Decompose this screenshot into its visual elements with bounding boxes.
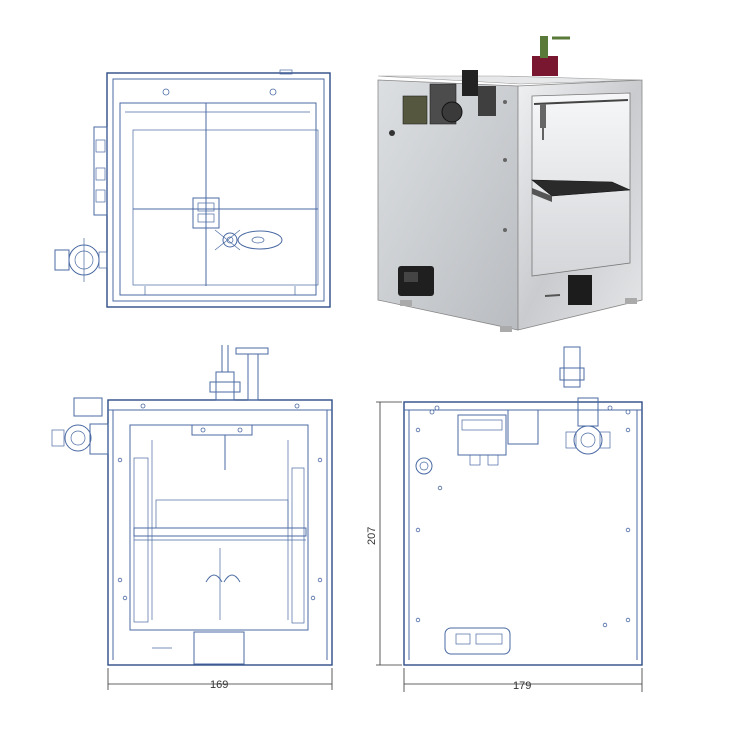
side-depth-dimension: 179: [513, 680, 531, 692]
front-width-dimension: 169: [210, 679, 228, 691]
front-view: 169: [51, 345, 333, 691]
side-height-dimension: 207: [366, 527, 378, 545]
top-view: [54, 69, 331, 308]
iso-render: [377, 36, 643, 332]
side-view: 207 179: [366, 346, 643, 692]
